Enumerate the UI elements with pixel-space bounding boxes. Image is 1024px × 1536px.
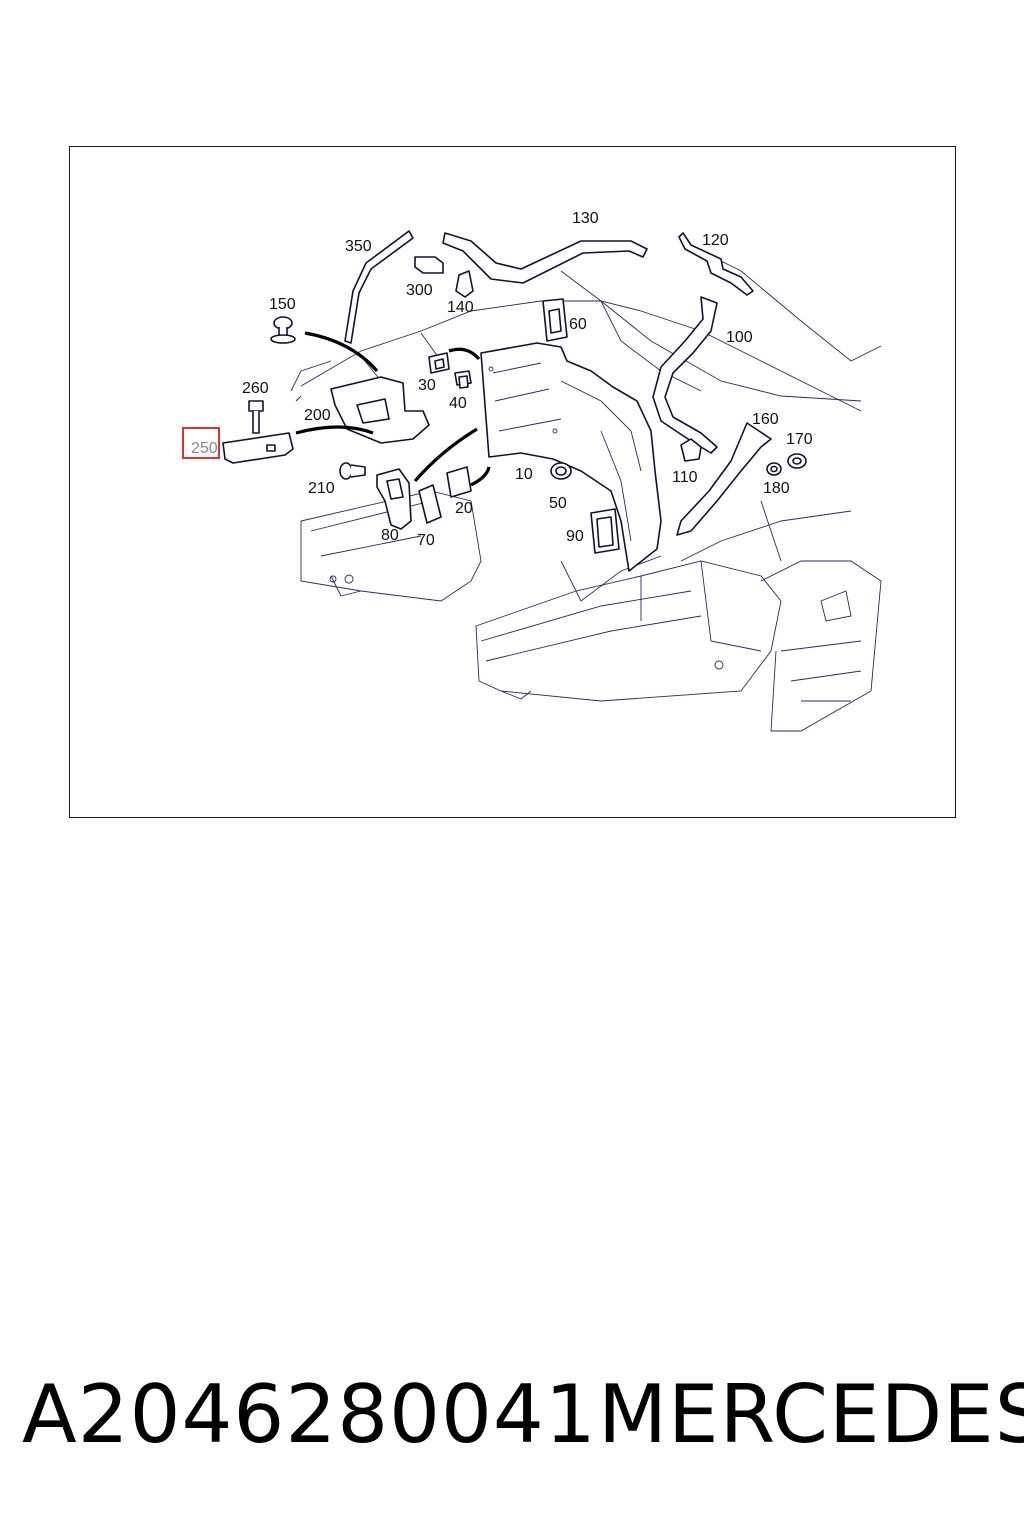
part-200	[330, 376, 430, 444]
part-140	[455, 270, 474, 298]
part-60	[542, 298, 568, 342]
callout-120: 120	[702, 232, 729, 249]
part-150	[270, 316, 296, 344]
callout-30: 30	[418, 377, 436, 394]
callout-40: 40	[449, 395, 467, 412]
part-80	[376, 468, 412, 530]
part-10	[480, 342, 662, 572]
callout-170: 170	[786, 431, 813, 448]
part-50	[550, 462, 572, 480]
arrow-20-to-10	[470, 466, 491, 487]
callout-100: 100	[726, 329, 753, 346]
diagram-frame: 350 130 120 300 140 150 60 100 260 30 40…	[69, 146, 956, 818]
part-350	[344, 230, 414, 344]
part-210	[339, 462, 366, 480]
callout-250-highlight	[182, 427, 220, 459]
callout-250: 250	[191, 440, 218, 457]
part-100	[652, 296, 718, 454]
arrow-80-to-10	[413, 427, 478, 483]
callout-200: 200	[304, 407, 331, 424]
callout-160: 160	[752, 411, 779, 428]
part-110	[680, 438, 702, 462]
part-160	[676, 422, 772, 536]
callout-20: 20	[455, 500, 473, 517]
callout-10: 10	[515, 466, 533, 483]
callout-60: 60	[569, 316, 587, 333]
callout-300: 300	[406, 282, 433, 299]
footer: A2046280041 MERCEDES	[0, 1368, 1024, 1478]
part-40	[454, 370, 472, 389]
callout-70: 70	[417, 532, 435, 549]
callout-50: 50	[549, 495, 567, 512]
part-250	[222, 432, 294, 464]
callout-210: 210	[308, 480, 335, 497]
callout-350: 350	[345, 238, 372, 255]
part-130	[442, 232, 648, 284]
part-20	[446, 466, 472, 498]
callout-110: 110	[672, 469, 698, 486]
callout-260: 260	[242, 380, 269, 397]
part-120	[678, 232, 754, 296]
part-30	[428, 352, 450, 374]
arrow-30-to-10	[448, 347, 481, 361]
callout-140: 140	[447, 299, 474, 316]
arrow-250-to-200	[295, 425, 374, 435]
part-90	[590, 508, 620, 554]
parts-diagram: 350 130 120 300 140 150 60 100 260 30 40…	[182, 210, 882, 732]
callout-180: 180	[763, 480, 790, 497]
part-number: A2046280041	[22, 1368, 597, 1461]
brand-name: MERCEDES	[598, 1368, 1024, 1461]
callout-150: 150	[269, 296, 296, 313]
part-260	[248, 400, 264, 434]
arrow-150-to-200	[304, 331, 379, 373]
callout-80: 80	[381, 527, 399, 544]
part-300	[414, 256, 444, 274]
part-180	[766, 462, 782, 476]
part-70	[418, 484, 442, 524]
callout-130: 130	[572, 210, 599, 227]
part-170	[787, 453, 807, 469]
callout-90: 90	[566, 528, 584, 545]
